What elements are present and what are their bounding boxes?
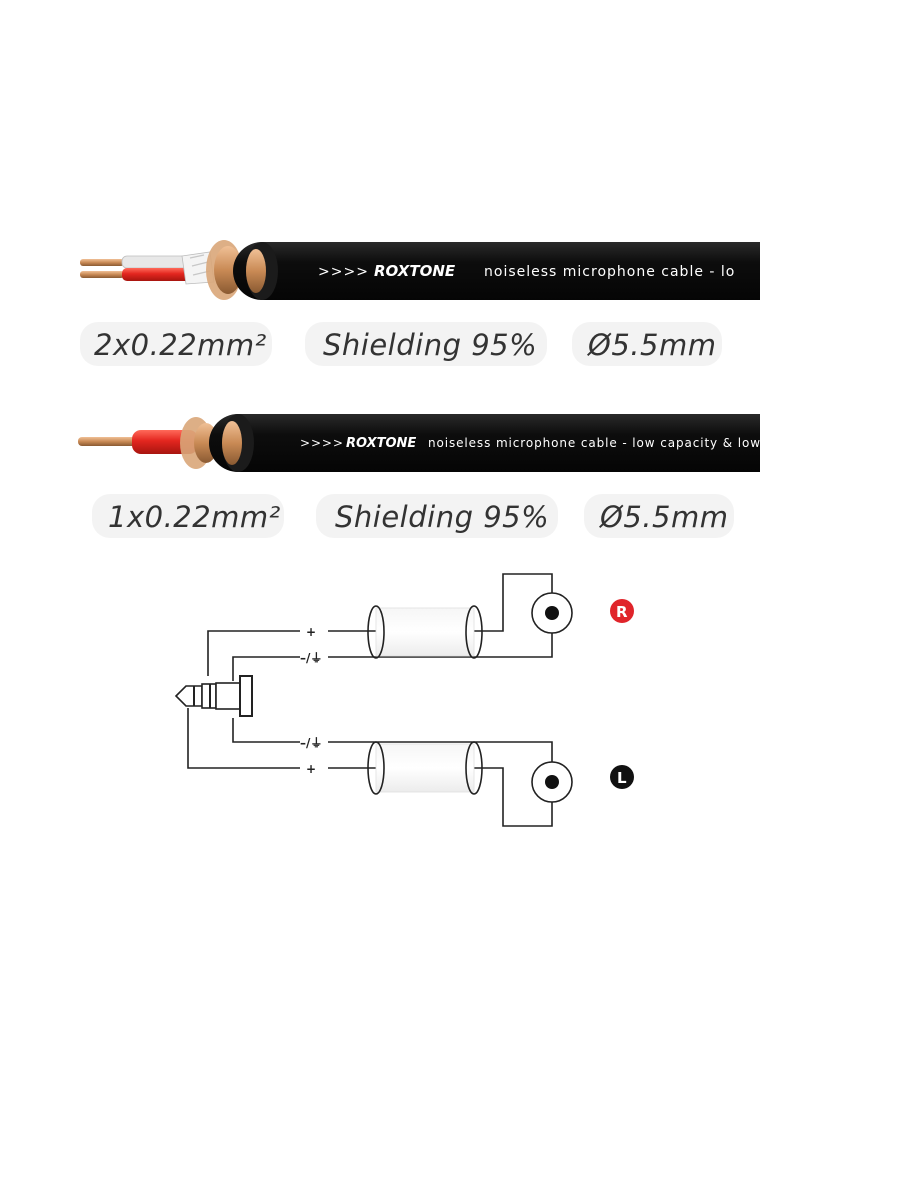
wire-left-ground xyxy=(232,718,300,743)
shield-ring xyxy=(367,741,385,795)
right-channel-badge: R xyxy=(610,599,634,623)
rca-connector-right xyxy=(531,592,573,634)
printed-description: noiseless microphone cable - lo xyxy=(484,264,735,280)
rca-connector-left xyxy=(531,761,573,803)
diameter-spec: Ø5.5mm xyxy=(599,500,728,534)
printed-arrows: >>>> xyxy=(318,264,369,280)
left-channel-circle xyxy=(610,765,634,789)
left-channel-badge: L xyxy=(610,765,634,789)
shield-ring xyxy=(367,605,385,659)
cable-2: >>>> ROXTONE noiseless microphone cable … xyxy=(78,414,761,472)
cable-1: >>>> ROXTONE noiseless microphone cable … xyxy=(80,240,760,300)
printed-description: noiseless microphone cable - low capacit… xyxy=(428,436,761,450)
diameter-spec: Ø5.5mm xyxy=(587,328,716,362)
shielding-spec: Shielding 95% xyxy=(323,328,537,362)
copper-conductor xyxy=(80,271,124,278)
trs-jack-plug xyxy=(174,675,253,717)
wire-rca-right-ground xyxy=(480,632,553,658)
copper-conductor xyxy=(80,259,124,266)
printed-arrows: >>>> xyxy=(300,436,344,450)
wire-right-ground xyxy=(232,656,300,681)
pin-label-ground: –/⏚ xyxy=(300,651,322,665)
brand-logo: ROXTONE xyxy=(374,262,456,280)
pin-label-ground: –/⏚ xyxy=(300,736,322,750)
pin-label-plus: + xyxy=(306,762,316,776)
wire-rca-left-outer xyxy=(480,767,553,827)
cable-2-specs: 1x0.22mm² Shielding 95% Ø5.5mm xyxy=(92,494,734,538)
pin-label-plus: + xyxy=(306,625,316,639)
right-channel-circle xyxy=(610,599,634,623)
shield-tube-left xyxy=(375,743,475,793)
spec-pill xyxy=(92,494,284,538)
red-insulation xyxy=(122,268,200,281)
cable-1-specs: 2x0.22mm² Shielding 95% Ø5.5mm xyxy=(80,322,722,366)
shield-ring xyxy=(465,605,483,659)
braid-shield-inner xyxy=(214,246,242,294)
cable-jacket xyxy=(233,242,760,300)
wire-rca-right-outer xyxy=(480,573,553,632)
brand-logo: ROXTONE xyxy=(346,436,416,451)
left-channel-label: L xyxy=(617,769,627,787)
spec-pill xyxy=(316,494,558,538)
jacket-end-copper xyxy=(246,249,266,293)
spec-pill xyxy=(80,322,272,366)
shielding-spec: Shielding 95% xyxy=(335,500,549,534)
spec-pill xyxy=(584,494,734,538)
shield-tube-right xyxy=(375,607,475,657)
cable-jacket xyxy=(209,414,760,472)
copper-conductor xyxy=(78,437,138,446)
spec-pill xyxy=(305,322,547,366)
wiring-diagram: + –/⏚ –/⏚ + R L xyxy=(174,573,634,827)
wire-left-plus xyxy=(187,708,300,769)
conductor-spec: 1x0.22mm² xyxy=(108,500,281,534)
right-channel-label: R xyxy=(616,603,628,621)
wire-rca-left-ground xyxy=(480,741,553,762)
conductor-spec: 2x0.22mm² xyxy=(94,328,267,362)
jacket-end-copper xyxy=(222,421,242,465)
wire-right-plus xyxy=(207,630,300,676)
spec-pill xyxy=(572,322,722,366)
